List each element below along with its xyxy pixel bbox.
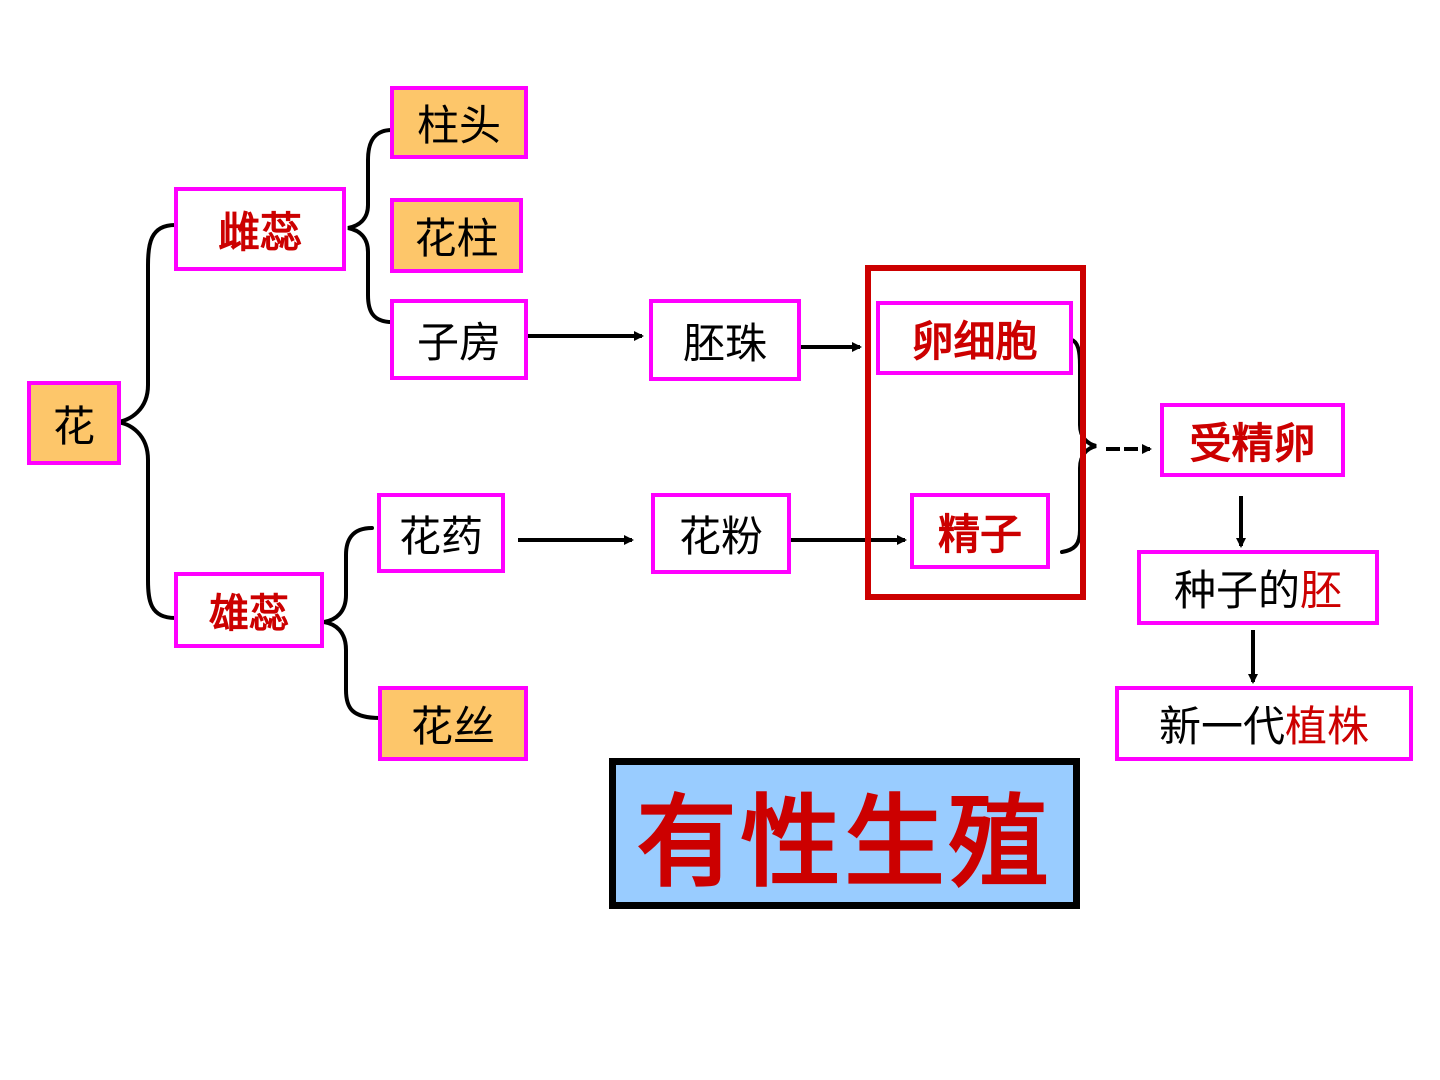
title-box: 有性生殖 <box>609 758 1080 909</box>
node-seed-embryo-highlight: 胚 <box>1300 566 1343 615</box>
brace-merge <box>1060 338 1097 554</box>
node-seed-embryo: 种子的胚 <box>1137 550 1379 625</box>
node-new-plant-prefix: 新一代 <box>1158 702 1285 751</box>
node-anther: 花药 <box>377 493 505 573</box>
node-zygote: 受精卵 <box>1160 403 1345 477</box>
node-pollen: 花粉 <box>651 493 791 574</box>
page-title: 有性生殖 <box>636 784 1053 901</box>
node-pistil: 雌蕊 <box>174 187 346 271</box>
node-stigma: 柱头 <box>390 86 528 159</box>
fertilization-group-box <box>865 265 1086 600</box>
node-pollen-label: 花粉 <box>678 512 763 561</box>
node-flower: 花 <box>27 381 121 465</box>
brace-stamen <box>323 526 382 720</box>
node-style: 花柱 <box>390 198 523 273</box>
node-flower-label: 花 <box>52 401 95 451</box>
node-filament-label: 花丝 <box>410 702 495 751</box>
node-sperm-label: 精子 <box>937 509 1022 559</box>
brace-flower <box>117 223 177 620</box>
node-stigma-label: 柱头 <box>416 101 501 150</box>
node-egg-cell: 卵细胞 <box>876 301 1073 375</box>
node-pistil-label: 雌蕊 <box>217 207 302 257</box>
node-ovule: 胚珠 <box>649 299 801 381</box>
node-egg-cell-label: 卵细胞 <box>911 316 1038 366</box>
brace-pistil <box>347 128 394 324</box>
node-ovary: 子房 <box>390 299 528 380</box>
node-ovary-label: 子房 <box>416 318 501 367</box>
node-stamen: 雄蕊 <box>174 572 324 648</box>
node-new-plant: 新一代植株 <box>1115 686 1413 761</box>
node-zygote-label: 受精卵 <box>1189 418 1316 468</box>
node-stamen-label: 雄蕊 <box>209 590 289 637</box>
node-sperm: 精子 <box>910 493 1050 569</box>
node-filament: 花丝 <box>378 686 528 761</box>
node-new-plant-highlight: 植株 <box>1285 702 1370 751</box>
node-seed-embryo-prefix: 种子的 <box>1173 566 1300 615</box>
node-anther-label: 花药 <box>398 511 483 561</box>
node-ovule-label: 胚珠 <box>682 318 767 368</box>
node-style-label: 花柱 <box>414 214 499 263</box>
